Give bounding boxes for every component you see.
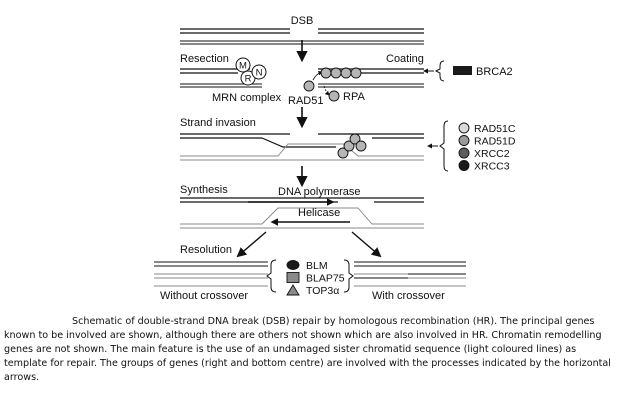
sister-chromatid-invasion <box>180 143 424 161</box>
resolution-bracket-left <box>266 259 277 293</box>
paralog-3-label: XRCC3 <box>474 161 510 173</box>
resolution-gene-2-icon <box>286 284 300 296</box>
rad51-label: RAD51 <box>288 95 323 107</box>
brca2-label: BRCA2 <box>476 66 513 78</box>
synthesis-label: Synthesis <box>180 184 228 196</box>
resection-label: Resection <box>180 53 229 65</box>
paralog-1-icon <box>458 135 470 146</box>
dsb-dna-strands <box>180 28 424 34</box>
mrn-n-text: N <box>256 68 263 79</box>
paralog-2-label: XRCC2 <box>474 148 510 160</box>
figure-caption: Schematic of double-strand DNA break (DS… <box>4 316 611 384</box>
helicase-label: Helicase <box>298 207 340 219</box>
paralog-2-icon <box>458 147 470 159</box>
paralog-0-label: RAD51C <box>474 123 516 135</box>
strand-invasion-label: Strand invasion <box>180 117 256 129</box>
invasion-dna-strands <box>180 133 424 148</box>
with-crossover-label: With crossover <box>372 290 445 302</box>
dna-polymerase-label: DNA polymerase <box>278 186 361 198</box>
paralogs-bracket <box>439 120 449 172</box>
rad51-protein-icon <box>303 80 315 92</box>
arrow-to-with-crossover <box>351 231 382 258</box>
arrow-to-without-crossover <box>236 231 267 258</box>
paralog-1-label: RAD51D <box>474 136 516 148</box>
rpa-release-arrow <box>323 85 330 96</box>
mrn-complex-label: MRN complex <box>212 92 282 104</box>
resolution-gene-0-label: BLM <box>306 260 328 272</box>
paralog-0-icon <box>458 122 470 134</box>
resolution-gene-1-icon <box>286 272 300 283</box>
invasion-rad51-filament <box>337 133 367 159</box>
resolution-bracket-right <box>343 259 354 293</box>
resolution-gene-1-label: BLAP75 <box>306 273 345 285</box>
mrn-complex: M R N <box>235 57 267 86</box>
mrn-r-text: R <box>245 74 252 85</box>
resolution-label: Resolution <box>180 244 232 256</box>
coating-label: Coating <box>386 53 424 65</box>
mrn-m-circle <box>235 57 251 73</box>
mrn-n-circle <box>251 64 267 80</box>
with-crossover-product <box>354 261 466 287</box>
sister-chromatid-resection <box>180 83 424 88</box>
resolution-gene-2-label: TOP3α <box>306 285 339 297</box>
without-crossover-label: Without crossover <box>160 290 248 302</box>
sister-chromatid-synthesis <box>180 207 424 229</box>
rpa-label: RPA <box>343 91 365 103</box>
rpa-protein-icon <box>328 90 340 102</box>
resection-dna-strands <box>180 68 424 74</box>
without-crossover-product <box>154 261 268 287</box>
brca2-icon <box>453 66 472 75</box>
resolution-gene-0-icon <box>286 260 300 270</box>
rad51-filament <box>320 67 362 79</box>
dsb-label: DSB <box>291 15 314 27</box>
brca2-bracket <box>434 60 445 82</box>
mrn-m-text: M <box>239 61 247 72</box>
paralog-3-icon <box>458 160 470 171</box>
